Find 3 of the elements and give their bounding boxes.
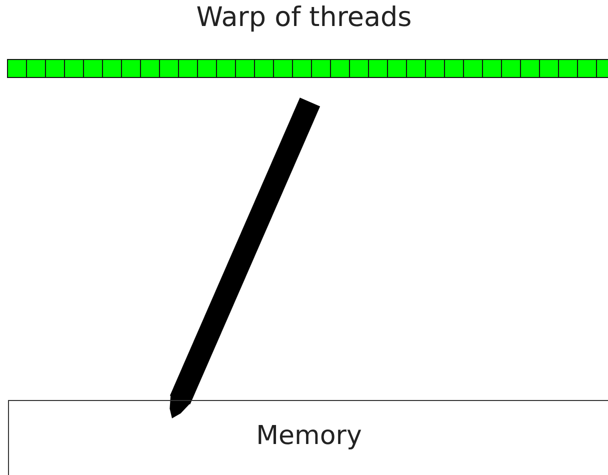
heading: Warp of threads	[195, 2, 413, 33]
box-label: Memory	[255, 421, 363, 451]
memory-box	[8, 400, 608, 475]
